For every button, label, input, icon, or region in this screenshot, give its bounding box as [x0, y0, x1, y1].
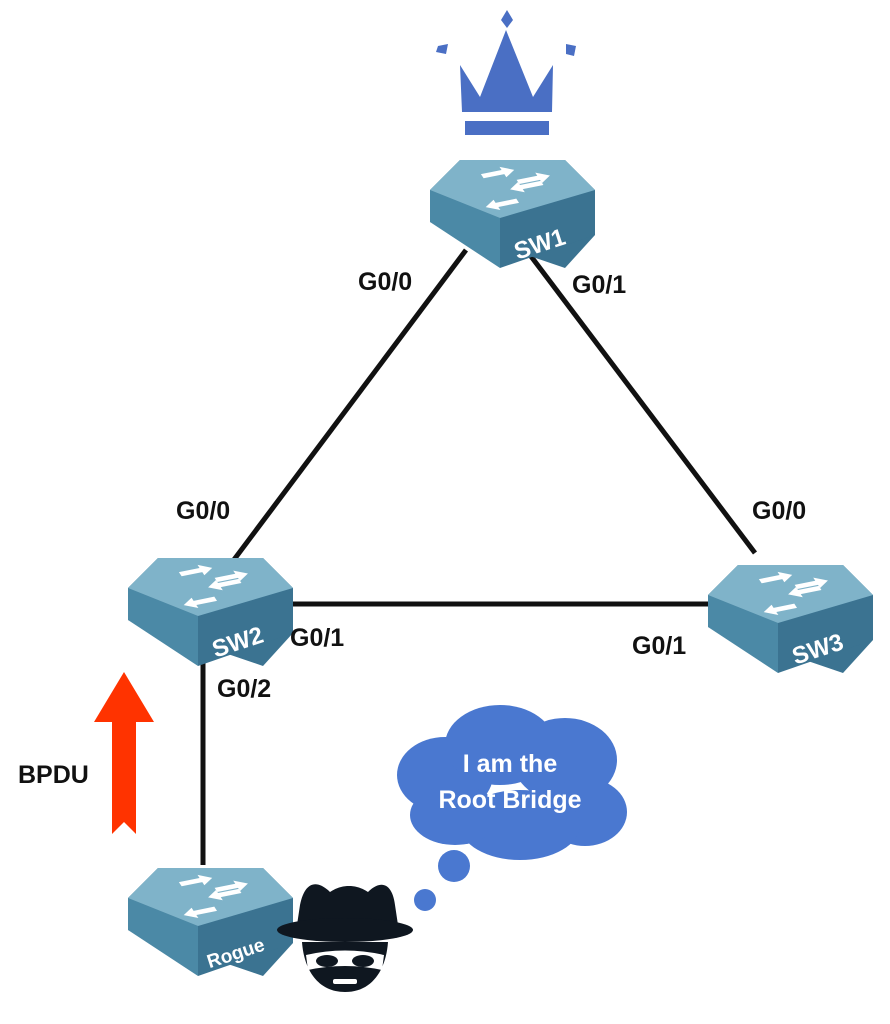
port-label-sw2-g01: G0/1 [290, 624, 344, 652]
thought-cloud-icon [397, 705, 627, 911]
link-sw1-sw2 [227, 248, 469, 567]
port-label-sw2-g00: G0/0 [176, 497, 230, 525]
port-label-sw3-g01: G0/1 [632, 632, 686, 660]
bpdu-label: BPDU [18, 761, 89, 789]
link-sw1-sw3 [528, 253, 757, 555]
switch-sw2[interactable]: SW2 [128, 557, 293, 666]
port-label-sw1-g00: G0/0 [358, 268, 412, 296]
hacker-icon [277, 884, 413, 992]
port-label-sw2-g02: G0/2 [217, 675, 271, 703]
switch-sw3[interactable]: SW3 [708, 564, 873, 673]
switch-rogue[interactable]: Rogue [128, 867, 293, 976]
port-label-sw1-g01: G0/1 [572, 271, 626, 299]
port-label-sw3-g00: G0/0 [752, 497, 806, 525]
up-arrow-icon [94, 672, 154, 834]
links [200, 248, 757, 865]
cloud-text-line2: Root Bridge [438, 786, 581, 814]
switch-sw1[interactable]: SW1 [430, 159, 595, 268]
crown-icon [436, 10, 576, 135]
cloud-text-line1: I am the [463, 750, 558, 778]
